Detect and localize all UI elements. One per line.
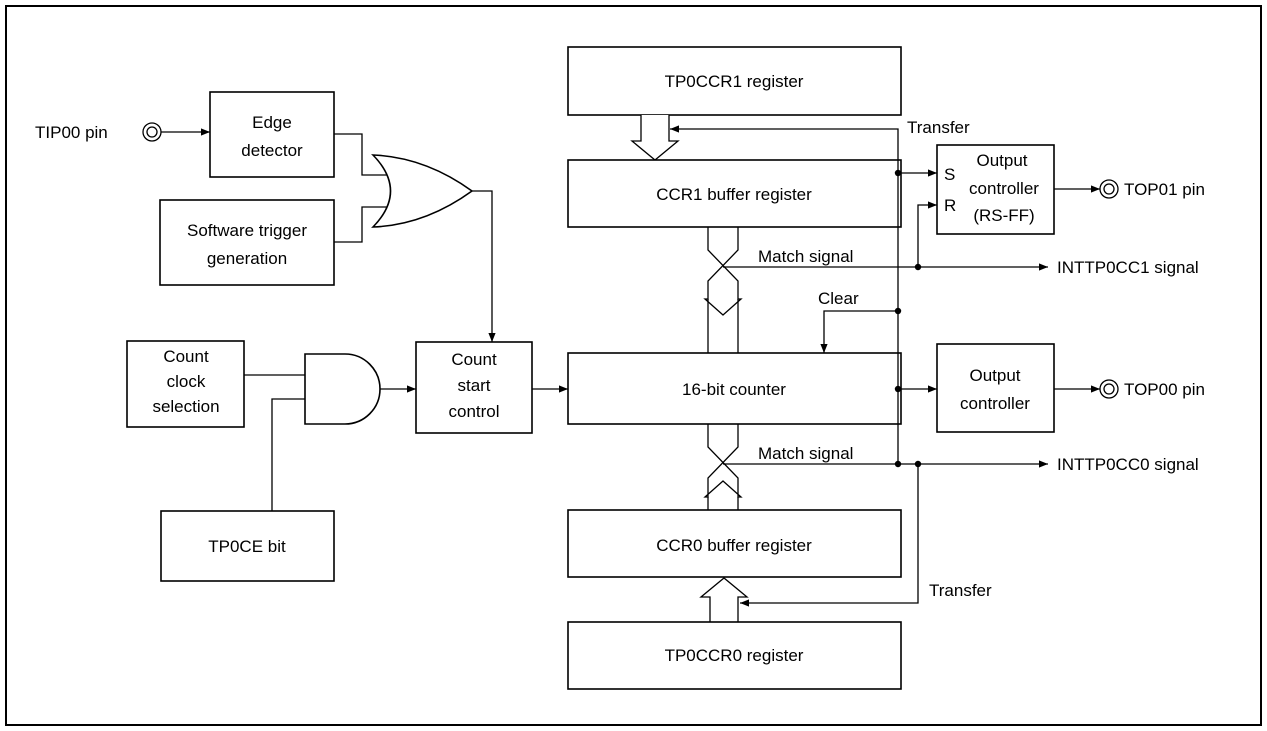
tp0ce-bit-label: TP0CE bit	[208, 537, 286, 556]
match-signal-0-label: Match signal	[758, 444, 853, 463]
count-start-control-box	[415, 341, 533, 434]
software-trigger-label-2: generation	[207, 249, 287, 268]
transfer-arrow-ccr0	[699, 577, 749, 622]
top00-pin-label: TOP00 pin	[1124, 380, 1205, 399]
tp0ce-bit-box	[160, 510, 335, 582]
software-trigger-box	[159, 199, 335, 286]
tip00-pin-label: TIP00 pin	[35, 123, 108, 142]
ccr0-buffer-register-box	[567, 509, 902, 578]
output-controller-1-label-3: (RS-FF)	[973, 206, 1034, 225]
match-signal-1-label: Match signal	[758, 247, 853, 266]
compare-bus-ccr1	[703, 227, 743, 353]
tip00-pin-symbol	[142, 122, 162, 142]
output-controller-1-label-1: Output	[976, 151, 1027, 170]
tp0ccr1-register-box	[567, 46, 902, 116]
output-controller-0-box	[936, 343, 1055, 433]
counter-16bit-box	[567, 352, 902, 425]
ccr1-buffer-register-box	[567, 159, 902, 228]
software-trigger-label-1: Software trigger	[187, 221, 307, 240]
output-controller-rsff-box	[936, 144, 1055, 235]
count-clock-label-2: clock	[167, 372, 206, 391]
edge-detector-box	[209, 91, 335, 178]
count-clock-label-3: selection	[152, 397, 219, 416]
count-clock-label-1: Count	[163, 347, 209, 366]
output-controller-1-label-2: controller	[969, 179, 1039, 198]
count-start-label-1: Count	[451, 350, 497, 369]
tp0ccr1-register-label: TP0CCR1 register	[665, 72, 804, 91]
counter-16bit-label: 16-bit counter	[682, 380, 786, 399]
top01-pin-symbol	[1099, 179, 1119, 199]
output-controller-0-label-2: controller	[960, 394, 1030, 413]
count-start-label-2: start	[457, 376, 490, 395]
or-gate	[371, 154, 474, 228]
top00-pin-symbol	[1099, 379, 1119, 399]
transfer-bottom-label: Transfer	[929, 581, 992, 600]
count-start-label-3: control	[448, 402, 499, 421]
clear-label: Clear	[818, 289, 859, 308]
count-clock-selection-box	[126, 340, 245, 428]
ccr1-buffer-register-label: CCR1 buffer register	[656, 185, 812, 204]
top01-pin-label: TOP01 pin	[1124, 180, 1205, 199]
edge-detector-label-2: detector	[241, 141, 303, 160]
ccr0-buffer-register-label: CCR0 buffer register	[656, 536, 812, 555]
rsff-s-input-label: S	[944, 165, 955, 184]
output-controller-0-label-1: Output	[969, 366, 1020, 385]
inttp0cc0-signal-label: INTTP0CC0 signal	[1057, 455, 1199, 474]
tp0ccr0-register-box	[567, 621, 902, 690]
transfer-arrow-ccr1	[630, 115, 680, 161]
edge-detector-label-1: Edge	[252, 113, 292, 132]
compare-bus-ccr0	[703, 424, 743, 510]
transfer-top-label: Transfer	[907, 118, 970, 137]
tp0ccr0-register-label: TP0CCR0 register	[665, 646, 804, 665]
rsff-r-input-label: R	[944, 196, 956, 215]
diagram-frame	[5, 5, 1262, 726]
inttp0cc1-signal-label: INTTP0CC1 signal	[1057, 258, 1199, 277]
and-gate	[304, 353, 381, 425]
